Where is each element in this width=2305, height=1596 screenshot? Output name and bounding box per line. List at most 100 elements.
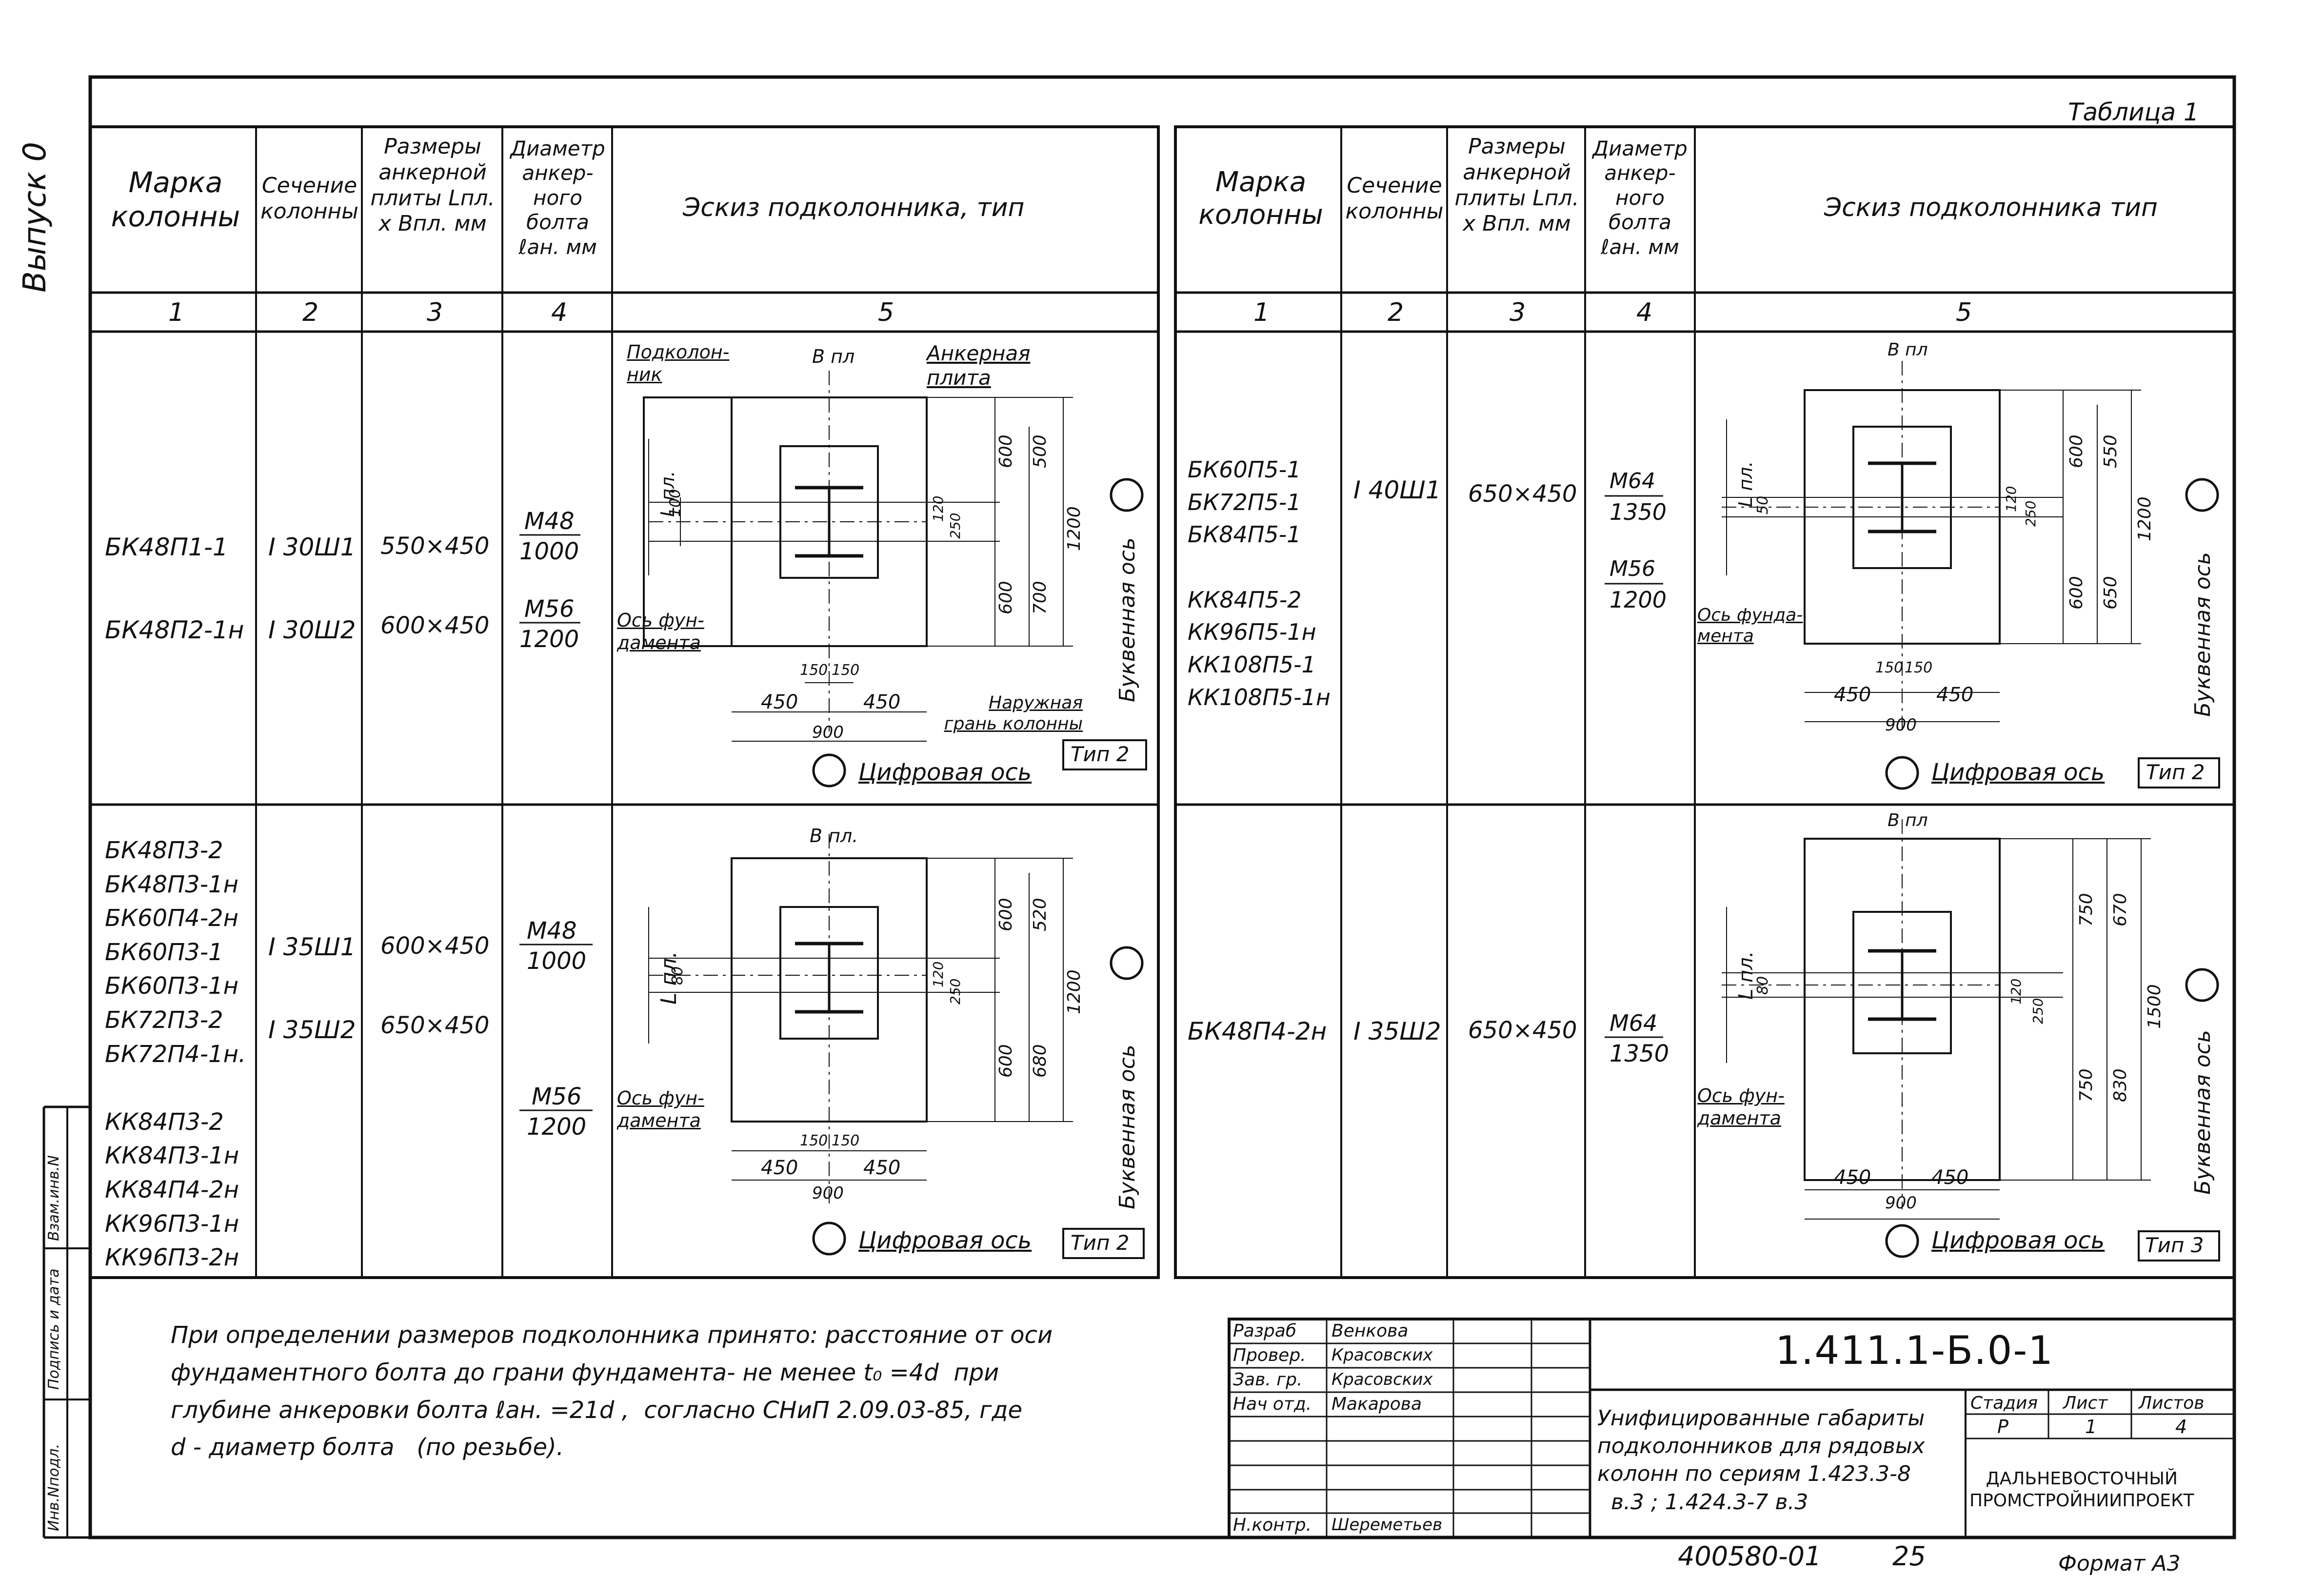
right-colnum-4: 4 (1636, 298, 1653, 327)
tb-name-3: Макарова (1331, 1394, 1422, 1414)
right-header-col5: Эскиз подколонника тип (1824, 193, 2158, 222)
right-row1-bolt2-top: М56 (1610, 556, 1655, 581)
right-row1-bolt1-top: М64 (1610, 469, 1655, 493)
left-row1-bolt1-bot: 1000 (519, 538, 579, 565)
sketch-type2-b (648, 834, 1145, 1259)
tb-stage-val-1: 1 (2085, 1416, 2097, 1438)
tb-name-4: Шереметьев (1331, 1515, 1443, 1535)
s3-b450b: 450 (1936, 684, 1974, 706)
s3-bot-600: 600 (2067, 576, 2086, 610)
s4-found-axis: Ось фун-дамента (1697, 1085, 1785, 1129)
left-colnum-3: 3 (427, 298, 443, 327)
s1-bot-600: 600 (996, 581, 1016, 614)
s4-b-label: В пл (1888, 810, 1928, 830)
s4-bot-830: 830 (2110, 1068, 2130, 1102)
left-table-frame (89, 125, 1160, 1279)
left-colnum-5: 5 (878, 298, 894, 327)
s1-type: Тип 2 (1071, 742, 1130, 766)
tb-role-0: Разраб (1233, 1321, 1297, 1341)
left-row1-bolt2-top: М56 (524, 595, 575, 623)
tb-name-2: Красовских (1331, 1370, 1433, 1389)
left-header-col2: Сечение колонны (260, 173, 358, 224)
s3-b450a: 450 (1834, 684, 1871, 706)
s3-b150b: 150 (1905, 659, 1933, 676)
s2-top-520: 520 (1030, 898, 1050, 931)
left-row2-bolt1-bot: 1000 (527, 947, 587, 975)
right-row1-bolt2-bot: 1200 (1610, 587, 1667, 613)
s4-l-label: L пл. (1735, 951, 1757, 1000)
s1-b450b: 450 (863, 691, 901, 713)
right-row1-marks: БК60П5-1 БК72П5-1 БК84П5-1 КК84П5-2 КК96… (1188, 456, 1331, 710)
s2-letter-axis: Буквенная ось (1115, 1044, 1140, 1209)
left-colnum-1: 1 (168, 298, 185, 327)
s3-b900: 900 (1885, 715, 1917, 735)
s2-found-axis: Ось фун-дамента (617, 1087, 704, 1131)
s4-inner-250: 250 (2030, 998, 2046, 1024)
left-row1-plates: 550×450 600×450 (380, 532, 490, 640)
s4-bot-750: 750 (2076, 1068, 2096, 1102)
s1-bot-700: 700 (1030, 581, 1050, 614)
tb-role-2: Зав. гр. (1233, 1370, 1303, 1390)
s4-top-750: 750 (2076, 893, 2096, 926)
tb-stage-val-0: Р (1997, 1416, 2008, 1438)
s4-dist: 80 (1754, 976, 1771, 995)
s1-inner-120: 120 (930, 495, 946, 522)
left-colnum-2: 2 (302, 298, 319, 327)
right-row2-bolt1-bot: 1350 (1610, 1040, 1669, 1067)
right-colnum-5: 5 (1956, 298, 1972, 327)
s3-letter-axis: Буквенная ось (2190, 552, 2215, 717)
s3-inner-250: 250 (2023, 500, 2039, 527)
s2-b450a: 450 (761, 1157, 798, 1179)
left-header-col5: Эскиз подколонника, тип (683, 193, 1025, 222)
right-row2-plates: 650×450 (1468, 1017, 1577, 1044)
s1-digit-axis: Цифровая ось (858, 759, 1032, 786)
s4-inner-120: 120 (2008, 978, 2024, 1005)
s1-face: Наружная грань колонны (944, 693, 1083, 734)
s3-type: Тип 2 (2146, 760, 2205, 784)
table-title: Таблица 1 (2068, 98, 2199, 126)
tb-stage-head-0: Стадия (1970, 1393, 2038, 1413)
right-row2-marks: БК48П4-2н (1188, 1017, 1327, 1045)
title-block-lines (1228, 1318, 2236, 1539)
left-row1-marks: БК48П1-1 БК48П2-1н (105, 533, 244, 644)
tb-name-0: Венкова (1331, 1321, 1409, 1341)
s3-dist: 50 (1754, 495, 1771, 514)
s3-b-label: В пл (1888, 340, 1928, 360)
s2-b150a: 150 (800, 1132, 828, 1149)
right-row2-bolt1-top: М64 (1610, 1010, 1658, 1036)
s2-bot-680: 680 (1030, 1044, 1050, 1078)
s2-b450b: 450 (863, 1157, 901, 1179)
tb-role-1: Провер. (1233, 1345, 1306, 1365)
sketch-type2-a (643, 371, 1147, 788)
s4-digit-axis: Цифровая ось (1931, 1227, 2105, 1254)
left-row1-sections: I 30Ш1 I 30Ш2 (268, 533, 356, 644)
s1-b450a: 450 (761, 691, 798, 713)
s2-type: Тип 2 (1071, 1231, 1130, 1255)
s3-l-label: L пл. (1735, 461, 1756, 507)
right-header-col4: Диаметр анкер-ного болта ℓан. мм (1592, 137, 1688, 259)
right-header-col1: Марка колонны (1198, 166, 1323, 231)
s2-b900: 900 (812, 1183, 844, 1203)
tb-title: Унифицированные габариты подколонников д… (1597, 1406, 1925, 1515)
tb-name-1: Красовских (1331, 1345, 1433, 1365)
s1-b-label: В пл (812, 346, 855, 367)
left-header-col1: Марка колонны (111, 166, 240, 233)
s1-b150b: 150 (832, 662, 860, 679)
right-header-col3: Размеры анкерной плиты Lпл. x Bпл. мм (1454, 134, 1579, 236)
s2-top-600: 600 (996, 898, 1016, 931)
s3-bot-650: 650 (2101, 576, 2121, 610)
s4-b900: 900 (1885, 1193, 1917, 1213)
s4-b450b: 450 (1931, 1166, 1969, 1189)
left-colnum-4: 4 (551, 298, 568, 327)
s3-top-550: 550 (2101, 434, 2121, 468)
s4-letter-axis: Буквенная ось (2190, 1030, 2215, 1195)
right-row2-sections: I 35Ш2 (1353, 1017, 1441, 1045)
left-row1-bolt2-bot: 1200 (519, 626, 579, 653)
s1-total: 1200 (1064, 506, 1084, 551)
issue-label: Выпуск 0 (17, 141, 53, 293)
tb-stage-head-2: Листов (2139, 1393, 2205, 1413)
tb-designation: 1.411.1-Б.0-1 (1775, 1328, 2054, 1373)
sketch-type2-c (1722, 361, 2220, 790)
s2-digit-axis: Цифровая ось (858, 1227, 1032, 1254)
